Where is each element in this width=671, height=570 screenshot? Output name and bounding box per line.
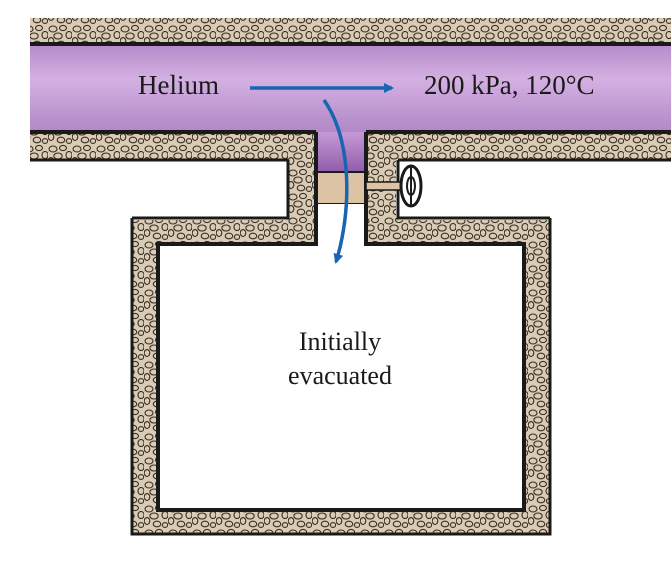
tank-state-line2: evacuated <box>288 361 392 390</box>
tank-interior <box>156 242 526 512</box>
flow-arrow-icon <box>322 98 349 264</box>
pipe-insulation-top <box>30 18 671 44</box>
tank-state-label: Initially evacuated <box>230 325 450 393</box>
supply-state-label: 200 kPa, 120°C <box>424 70 595 100</box>
gas-label: Helium <box>138 70 219 100</box>
valve-handwheel-icon <box>365 164 423 208</box>
tank-state-line1: Initially <box>298 327 382 356</box>
valve-body <box>315 171 367 205</box>
